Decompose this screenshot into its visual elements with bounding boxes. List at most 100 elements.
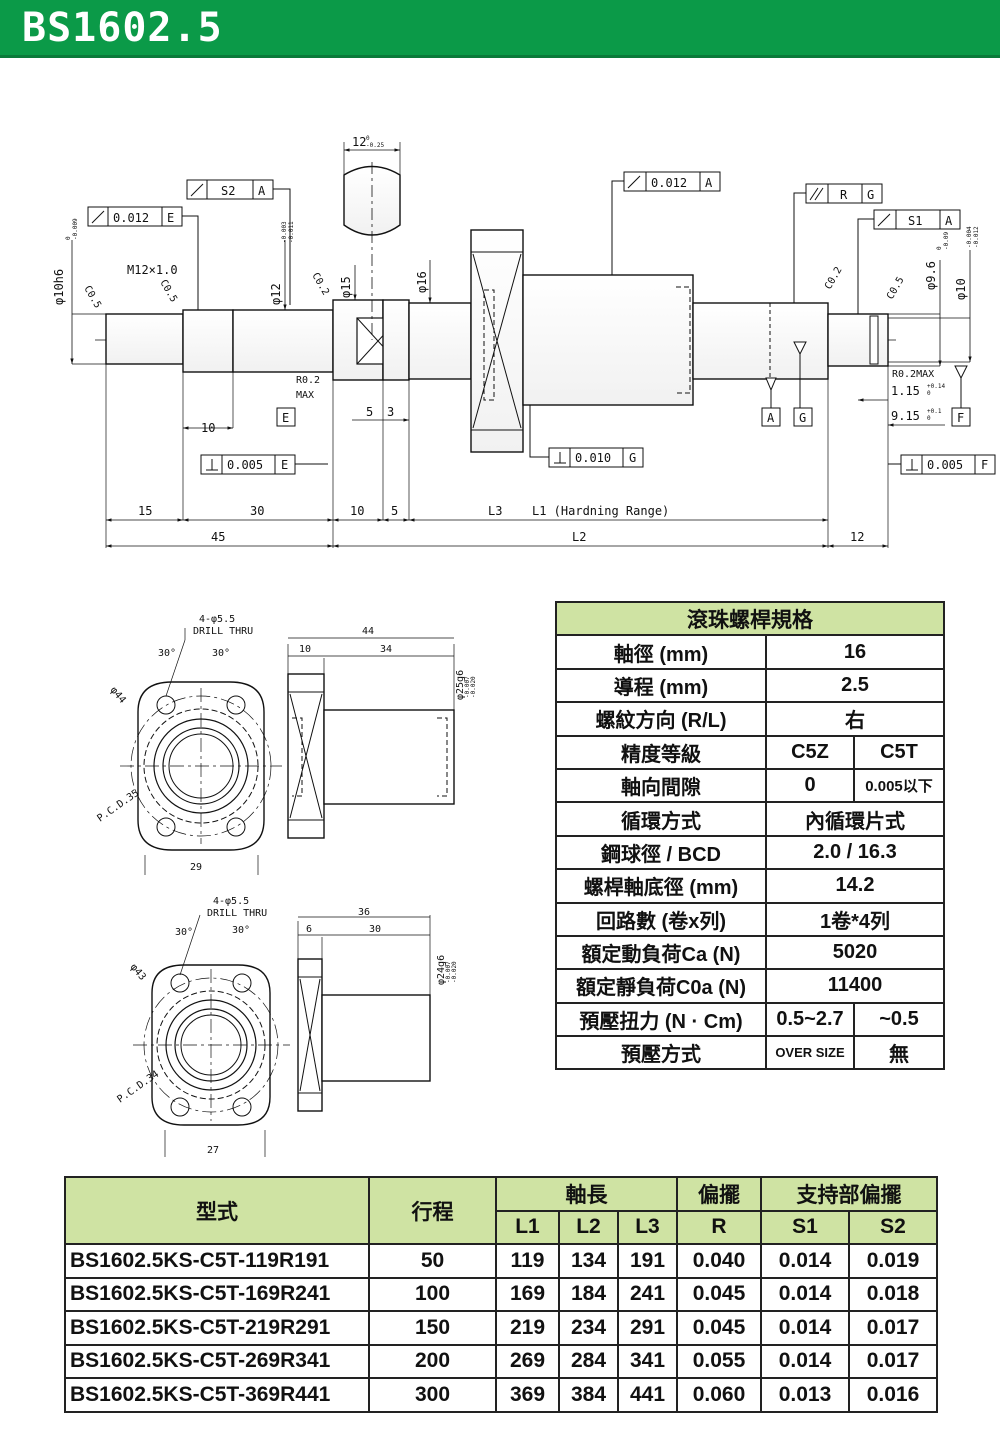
dim-30: 30 <box>250 504 264 518</box>
tolerance-text: -0.004 <box>966 226 973 248</box>
dim-thread: M12×1.0 <box>127 263 178 277</box>
table-row: BS1602.5KS-C5T-119R191 50 119 134 191 0.… <box>64 1243 938 1279</box>
page-title: BS1602.5 <box>22 5 223 51</box>
dim-c02a: C0.2 <box>309 271 331 297</box>
spec-label: 預壓扭力 (N · Cm) <box>555 1001 767 1038</box>
cell-L1: 169 <box>495 1276 560 1312</box>
dim-915: 9.15 <box>891 409 920 423</box>
tolerance-text: -0.011 <box>288 221 295 243</box>
spec-label: 螺桿軸底徑 (mm) <box>555 868 767 904</box>
dim-L1: L1 (Hardning Range) <box>532 504 669 518</box>
spec-value: 內循環片式 <box>765 801 945 837</box>
cell-S1: 0.014 <box>760 1243 850 1279</box>
dim-r02max: R0.2MAX <box>892 369 934 380</box>
nut1-width: 29 <box>190 862 202 873</box>
cell-L2: 134 <box>558 1243 619 1279</box>
spec-value-2: ~0.5 <box>853 1001 945 1038</box>
dim-r02: R0.2 <box>296 375 320 386</box>
cell-R: 0.045 <box>676 1276 762 1312</box>
nut2-drill: DRILL THRU <box>207 908 267 919</box>
nut2-ang1: 30° <box>175 927 193 938</box>
col-shaft-length: 軸長 <box>495 1176 678 1212</box>
dim-c05a: C0.5 <box>81 284 103 310</box>
spec-value: 14.2 <box>765 868 945 904</box>
col-stroke: 行程 <box>368 1176 497 1245</box>
gdt-r: R <box>840 188 848 202</box>
spec-row: 螺桿軸底徑 (mm) 14.2 <box>555 868 945 904</box>
cell-L1: 119 <box>495 1243 560 1279</box>
dim-d96: φ9.6 <box>924 261 938 290</box>
cell-L1: 269 <box>495 1343 560 1379</box>
cell-model: BS1602.5KS-C5T-369R441 <box>64 1377 370 1413</box>
gdt-g1: G <box>867 188 874 202</box>
spec-row: 額定靜負荷C0a (N) 11400 <box>555 968 945 1004</box>
gdt-e2: E <box>281 458 288 472</box>
dim-L3: L3 <box>488 504 502 518</box>
gdt-t012a: 0.012 <box>651 176 687 190</box>
table-row: BS1602.5KS-C5T-269R341 200 269 284 341 0… <box>64 1343 938 1379</box>
spec-label: 軸向間隙 <box>555 767 767 804</box>
tolerance-text: 0 <box>936 246 943 250</box>
dim-L2: L2 <box>572 530 586 544</box>
spec-value-2: 0.005以下 <box>853 767 945 804</box>
table-row: BS1602.5KS-C5T-219R291 150 219 234 291 0… <box>64 1310 938 1346</box>
gdt-a2: A <box>705 176 713 190</box>
dim-flat: 12 <box>352 135 366 149</box>
nut1-body: 34 <box>380 644 392 655</box>
cell-model: BS1602.5KS-C5T-219R291 <box>64 1310 370 1346</box>
spec-value: 1卷*4列 <box>765 901 945 937</box>
col-support-runout: 支持部偏擺 <box>760 1176 938 1212</box>
dim-d10h6: φ10h6 <box>52 269 66 305</box>
cell-S2: 0.017 <box>848 1310 938 1346</box>
tolerance-text: +0.1 <box>927 408 942 415</box>
cell-L2: 284 <box>558 1343 619 1379</box>
cell-S2: 0.019 <box>848 1243 938 1279</box>
dim-12: 12 <box>850 530 864 544</box>
cell-stroke: 150 <box>368 1310 497 1346</box>
cell-stroke: 50 <box>368 1243 497 1279</box>
tolerance-text: -0.25 <box>366 142 384 149</box>
nut1-ang2: 30° <box>212 648 230 659</box>
dim-3: 3 <box>387 405 394 419</box>
spec-value: 右 <box>765 701 945 737</box>
cell-L2: 384 <box>558 1377 619 1413</box>
models-table: 型式 行程 軸長 偏擺 支持部偏擺 L1 L2 L3 R S1 S2 BS160… <box>64 1176 938 1413</box>
gdt-a1: A <box>258 184 266 198</box>
nut-drawing-2: 4-φ5.5 DRILL THRU 30° 30° φ43 P.C.D.34 2… <box>115 896 458 1157</box>
nut-drawing-1: 4-φ5.5 DRILL THRU 30° 30° φ44 P.C.D.35 2… <box>95 614 477 875</box>
tolerance-text: -0.012 <box>973 226 980 248</box>
cell-S1: 0.014 <box>760 1343 850 1379</box>
gdt-t005f: 0.005 <box>927 458 963 472</box>
nut2-holes: 4-φ5.5 <box>213 896 249 907</box>
spec-value: 11400 <box>765 968 945 1004</box>
cell-S1: 0.014 <box>760 1276 850 1312</box>
nut1-pcd: P.C.D.35 <box>95 788 141 825</box>
spec-row: 循環方式 內循環片式 <box>555 801 945 837</box>
spec-row: 精度等級 C5Z C5T <box>555 734 945 770</box>
dim-5: 5 <box>366 405 373 419</box>
nut1-ang1: 30° <box>158 648 176 659</box>
cell-S2: 0.018 <box>848 1276 938 1312</box>
dim-max: MAX <box>296 390 314 401</box>
col-S2: S2 <box>848 1209 938 1245</box>
dim-d10: φ10 <box>954 278 968 300</box>
dim-115: 1.15 <box>891 384 920 398</box>
cell-L1: 369 <box>495 1377 560 1413</box>
cell-L1: 219 <box>495 1310 560 1346</box>
cell-R: 0.055 <box>676 1343 762 1379</box>
spec-value-2: C5T <box>853 734 945 770</box>
col-S1: S1 <box>760 1209 850 1245</box>
cell-stroke: 300 <box>368 1377 497 1413</box>
dim-c02b: C0.2 <box>823 265 845 291</box>
table-row: BS1602.5KS-C5T-369R441 300 369 384 441 0… <box>64 1377 938 1413</box>
gdt-t012e: 0.012 <box>113 211 149 225</box>
col-model: 型式 <box>64 1176 370 1245</box>
gdt-a3: A <box>945 214 953 228</box>
spec-label: 循環方式 <box>555 801 767 837</box>
dim-5b: 5 <box>391 504 398 518</box>
spec-value: 5020 <box>765 934 945 971</box>
cell-L3: 341 <box>617 1343 678 1379</box>
gdt-g2: G <box>629 451 636 465</box>
cell-S1: 0.013 <box>760 1377 850 1413</box>
cell-model: BS1602.5KS-C5T-119R191 <box>64 1243 370 1279</box>
